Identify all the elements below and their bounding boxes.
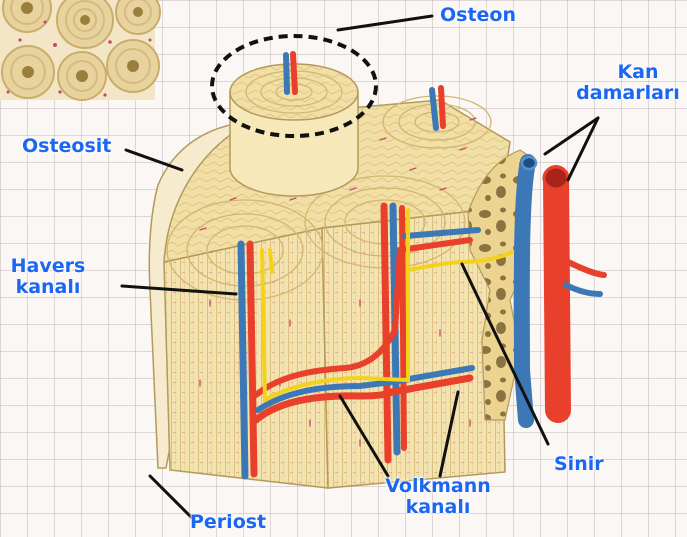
kan-damarlari-label: Kan damarları <box>576 62 680 104</box>
inset-osteon-3 <box>116 0 160 34</box>
osteon-micrograph-inset <box>0 0 160 100</box>
inset-osteon-4 <box>2 46 54 98</box>
kan-damarlari-label-line2: damarları <box>576 83 680 104</box>
volkmann-kanali-label: Volkmann kanalı <box>380 476 496 518</box>
volkmann-kanali-label-line2: kanalı <box>380 497 496 518</box>
havers-vein <box>241 244 245 476</box>
osteon-artery <box>293 54 295 92</box>
sinir-label: Sinir <box>554 454 604 475</box>
havers-artery <box>250 244 254 474</box>
inset-osteon-5 <box>58 52 106 100</box>
main-artery <box>556 178 558 410</box>
osteon-leader <box>338 16 432 30</box>
osteosit-label: Osteosit <box>22 136 111 157</box>
inset-osteon-2 <box>57 0 113 48</box>
inset-osteon-6 <box>107 40 159 92</box>
havers-kanali-label: Havers kanalı <box>6 256 90 298</box>
volkmann-kanali-label-line1: Volkmann <box>380 476 496 497</box>
main-vein <box>522 162 528 420</box>
osteon-vein <box>286 55 287 92</box>
osteon-label: Osteon <box>440 5 516 26</box>
main-artery-lumen <box>544 167 568 189</box>
havers-kanali-label-line2: kanalı <box>6 277 90 298</box>
bone-block <box>149 64 532 488</box>
periost-label: Periost <box>190 512 266 533</box>
periost-leader <box>150 476 192 518</box>
havers-kanali-label-line1: Havers <box>6 256 90 277</box>
kan-damarlari-label-line1: Kan <box>576 62 680 83</box>
